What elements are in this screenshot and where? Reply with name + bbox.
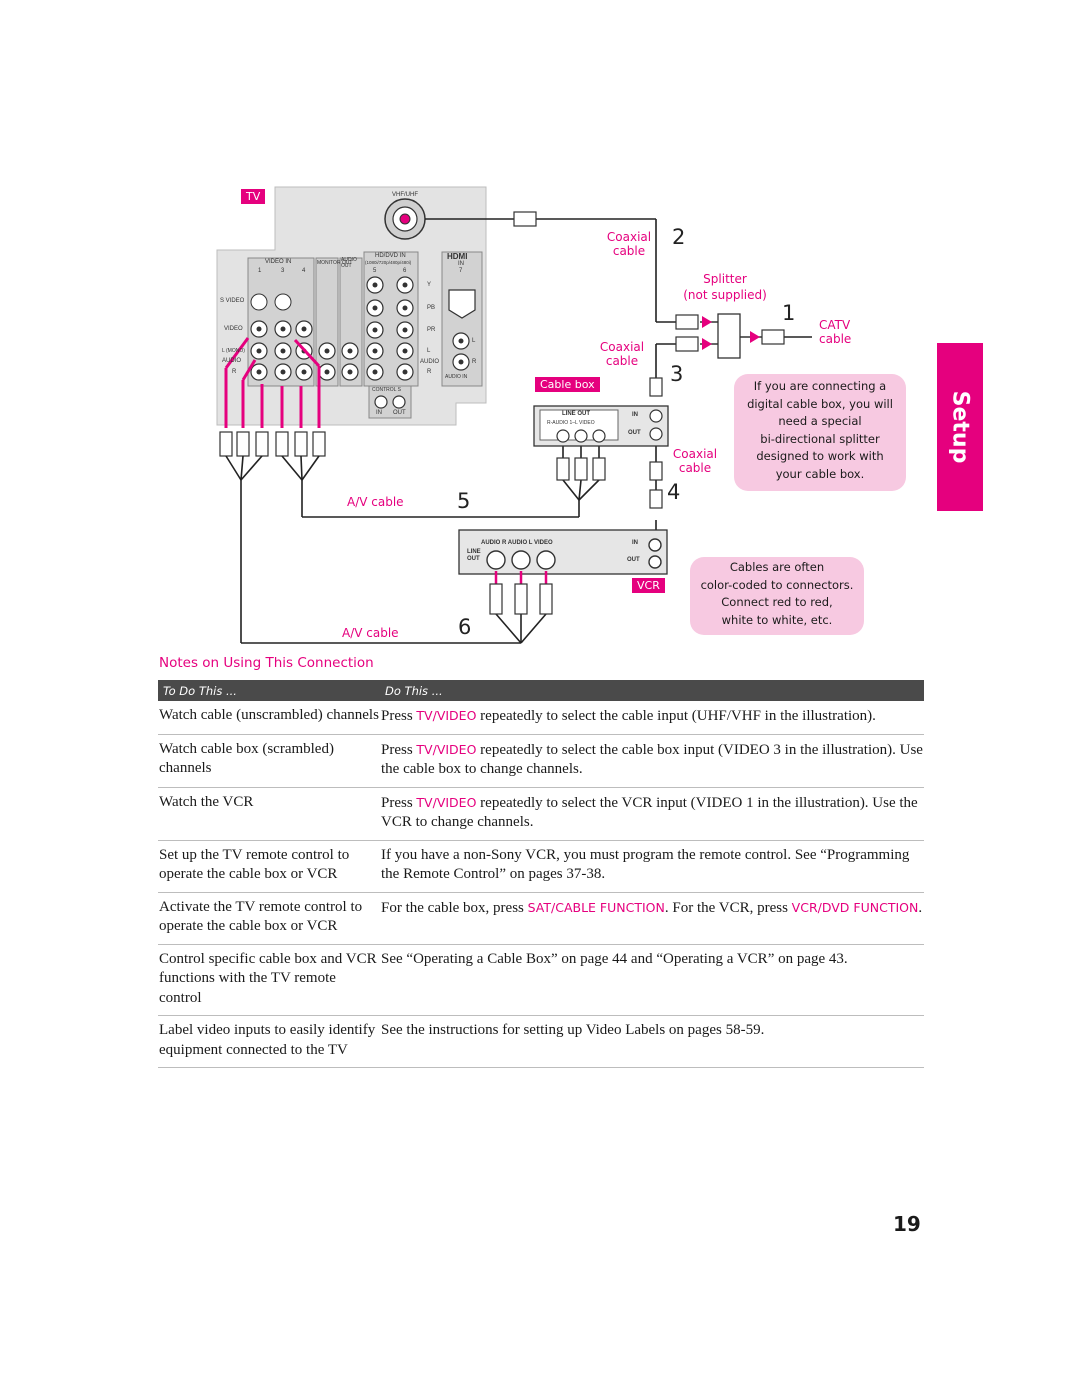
- table-row: Watch cable box (scrambled) channels Pre…: [158, 734, 924, 788]
- col-6-label: 6: [403, 268, 407, 274]
- action-cell: Press TV/VIDEO repeatedly to select the …: [380, 787, 924, 841]
- table-row: Watch cable (unscrambled) channels Press…: [158, 701, 924, 735]
- control-s-out-label: OUT: [393, 410, 406, 416]
- step-3-number: 3: [670, 362, 684, 386]
- step-4-number: 4: [667, 480, 681, 504]
- y-label: Y: [427, 282, 432, 288]
- r-label: R: [232, 369, 237, 375]
- cable-box-audio-row: R-AUDIO 1–L VIDEO: [547, 420, 595, 426]
- col-4-label: 4: [302, 268, 306, 274]
- action-cell: For the cable box, press SAT/CABLE FUNCT…: [380, 892, 924, 945]
- audio-label: AUDIO: [222, 358, 242, 364]
- vcr-label: VCR: [632, 578, 665, 593]
- s-video-jack-3: [274, 293, 292, 311]
- r2-label: R: [427, 369, 432, 375]
- key-label: VCR/DVD FUNCTION: [791, 899, 919, 915]
- splitter-label: Splitter(not supplied): [683, 272, 767, 302]
- task-cell: Control specific cable box and VCR funct…: [158, 944, 380, 1016]
- hd-dvd-sub-label: (1080i/720p/480p/480i): [365, 260, 412, 265]
- table-row: Set up the TV remote control to operate …: [158, 840, 924, 893]
- audio-2-label: AUDIO: [420, 359, 440, 365]
- task-cell: Set up the TV remote control to operate …: [158, 840, 380, 893]
- header-to-do-this: To Do This ...: [158, 680, 380, 701]
- s-video-jack-1: [250, 293, 268, 311]
- audio-in-label: AUDIO IN: [445, 374, 468, 380]
- splitter-device: [717, 313, 741, 359]
- control-s-in-label: IN: [376, 410, 382, 416]
- action-cell: Press TV/VIDEO repeatedly to select the …: [380, 701, 924, 735]
- col-1-label: 1: [258, 268, 262, 274]
- monitor-out-label: MONITOR OUT: [317, 260, 353, 266]
- coax-plug: [513, 211, 537, 227]
- key-label: TV/VIDEO: [416, 741, 477, 757]
- step-5-number: 5: [457, 489, 471, 513]
- action-cell: See “Operating a Cable Box” on page 44 a…: [380, 944, 924, 1016]
- table-row: Label video inputs to easily identify eq…: [158, 1015, 924, 1068]
- r-hdmi-label: R: [472, 359, 477, 365]
- action-cell: If you have a non-Sony VCR, you must pro…: [380, 840, 924, 893]
- hdmi-port: [448, 289, 476, 319]
- audio-out-label: AUDIO OUT: [341, 257, 357, 269]
- l-label: L: [427, 348, 431, 354]
- key-label: SAT/CABLE FUNCTION: [527, 899, 665, 915]
- setup-section-tab: Setup: [937, 343, 983, 511]
- col-7-label: 7: [459, 268, 463, 274]
- key-label: TV/VIDEO: [416, 708, 477, 723]
- key-label: TV/VIDEO: [416, 794, 477, 810]
- av-cable-5-label: A/V cable: [347, 495, 404, 509]
- splitter-note-bubble: If you are connecting a digital cable bo…: [734, 374, 906, 491]
- setup-tab-label: Setup: [947, 390, 973, 464]
- action-cell: Press TV/VIDEO repeatedly to select the …: [380, 734, 924, 788]
- color-coding-note-bubble: Cables are often color-coded to connecto…: [690, 557, 864, 635]
- table-row: Activate the TV remote control to operat…: [158, 892, 924, 945]
- table-row: Control specific cable box and VCR funct…: [158, 944, 924, 1016]
- step-2-number: 2: [672, 225, 686, 249]
- pr-label: PR: [427, 327, 436, 333]
- video-in-label: VIDEO IN: [265, 259, 292, 265]
- s-video-label: S VIDEO: [220, 298, 245, 304]
- cable-box-line-out: LINE OUT: [562, 411, 590, 417]
- step-6-number: 6: [458, 615, 472, 639]
- task-cell: Watch cable box (scrambled) channels: [158, 734, 380, 788]
- header-do-this: Do This ...: [380, 680, 924, 701]
- av-cable-6-label: A/V cable: [342, 626, 399, 640]
- hdmi-in-label: IN: [458, 261, 464, 267]
- cable-box-out: OUT: [628, 430, 641, 436]
- page-number: 19: [893, 1212, 921, 1236]
- tv-label: TV: [241, 189, 266, 204]
- hdmi-label: HDMI: [447, 252, 468, 261]
- vcr-line-out: LINE OUT: [467, 549, 481, 562]
- vcr-in: IN: [632, 540, 638, 546]
- cable-box-label: Cable box: [535, 377, 600, 392]
- table-header-row: To Do This ... Do This ...: [158, 680, 924, 701]
- step-1-number: 1: [782, 301, 796, 325]
- cable-box-in: IN: [632, 412, 638, 418]
- video-label: VIDEO: [224, 326, 243, 332]
- task-cell: Label video inputs to easily identify eq…: [158, 1015, 380, 1068]
- notes-title: Notes on Using This Connection: [159, 655, 374, 671]
- l-mono-label: L (MONO): [222, 348, 245, 354]
- task-cell: Watch the VCR: [158, 787, 380, 841]
- col-3-label: 3: [281, 268, 285, 274]
- hd-dvd-in-label: HD/DVD IN: [375, 253, 406, 259]
- vcr-audio-row: AUDIO R AUDIO L VIDEO: [481, 540, 553, 546]
- vcr-out: OUT: [627, 557, 640, 563]
- pb-label: PB: [427, 305, 436, 311]
- vhf-uhf-label: VHF/UHF: [392, 192, 418, 198]
- diagram-graphics: [216, 186, 812, 644]
- l-hdmi-label: L: [472, 338, 476, 344]
- action-cell: See the instructions for setting up Vide…: [380, 1015, 924, 1068]
- notes-table: To Do This ... Do This ... Watch cable (…: [158, 680, 924, 1068]
- control-s-label: CONTROL S: [372, 387, 401, 393]
- task-cell: Activate the TV remote control to operat…: [158, 892, 380, 945]
- col-5-label: 5: [373, 268, 377, 274]
- table-row: Watch the VCR Press TV/VIDEO repeatedly …: [158, 787, 924, 841]
- task-cell: Watch cable (unscrambled) channels: [158, 701, 380, 735]
